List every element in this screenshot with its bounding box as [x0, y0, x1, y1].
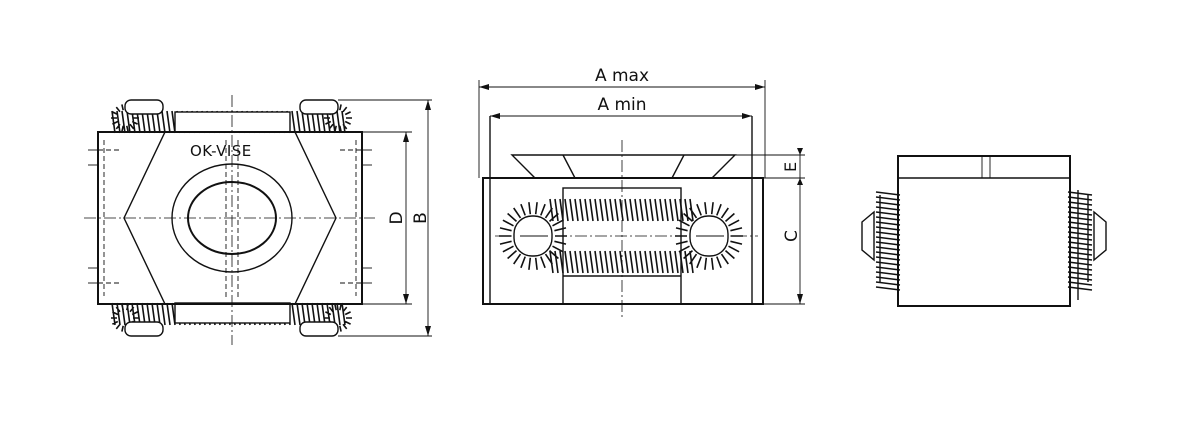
wedge-top: [510, 154, 737, 179]
dimension-c-label: C: [782, 230, 802, 242]
dimension-e-label: E: [781, 162, 800, 172]
dimension-d: D: [362, 131, 412, 305]
dimension-c: C: [763, 178, 805, 305]
front-view: A max A min E C: [478, 66, 805, 318]
dimension-a-max: A max: [478, 66, 766, 178]
top-view: OK-VISE D B: [84, 95, 432, 345]
dimension-b: B: [338, 99, 432, 337]
bottom-spring-band: [111, 302, 352, 337]
dimension-a-max-label: A max: [595, 66, 649, 86]
dimension-b-label: B: [411, 212, 431, 224]
dimension-a-min-label: A min: [597, 95, 646, 115]
dimension-a-min: A min: [490, 95, 752, 119]
top-spring-band: [111, 99, 352, 134]
vise-body-side: [897, 155, 1071, 307]
dimension-e: E: [735, 148, 805, 185]
dimension-d-label: D: [387, 211, 407, 224]
side-view: [861, 155, 1107, 307]
brand-label: OK-VISE: [190, 142, 252, 160]
front-springs: [499, 198, 743, 274]
